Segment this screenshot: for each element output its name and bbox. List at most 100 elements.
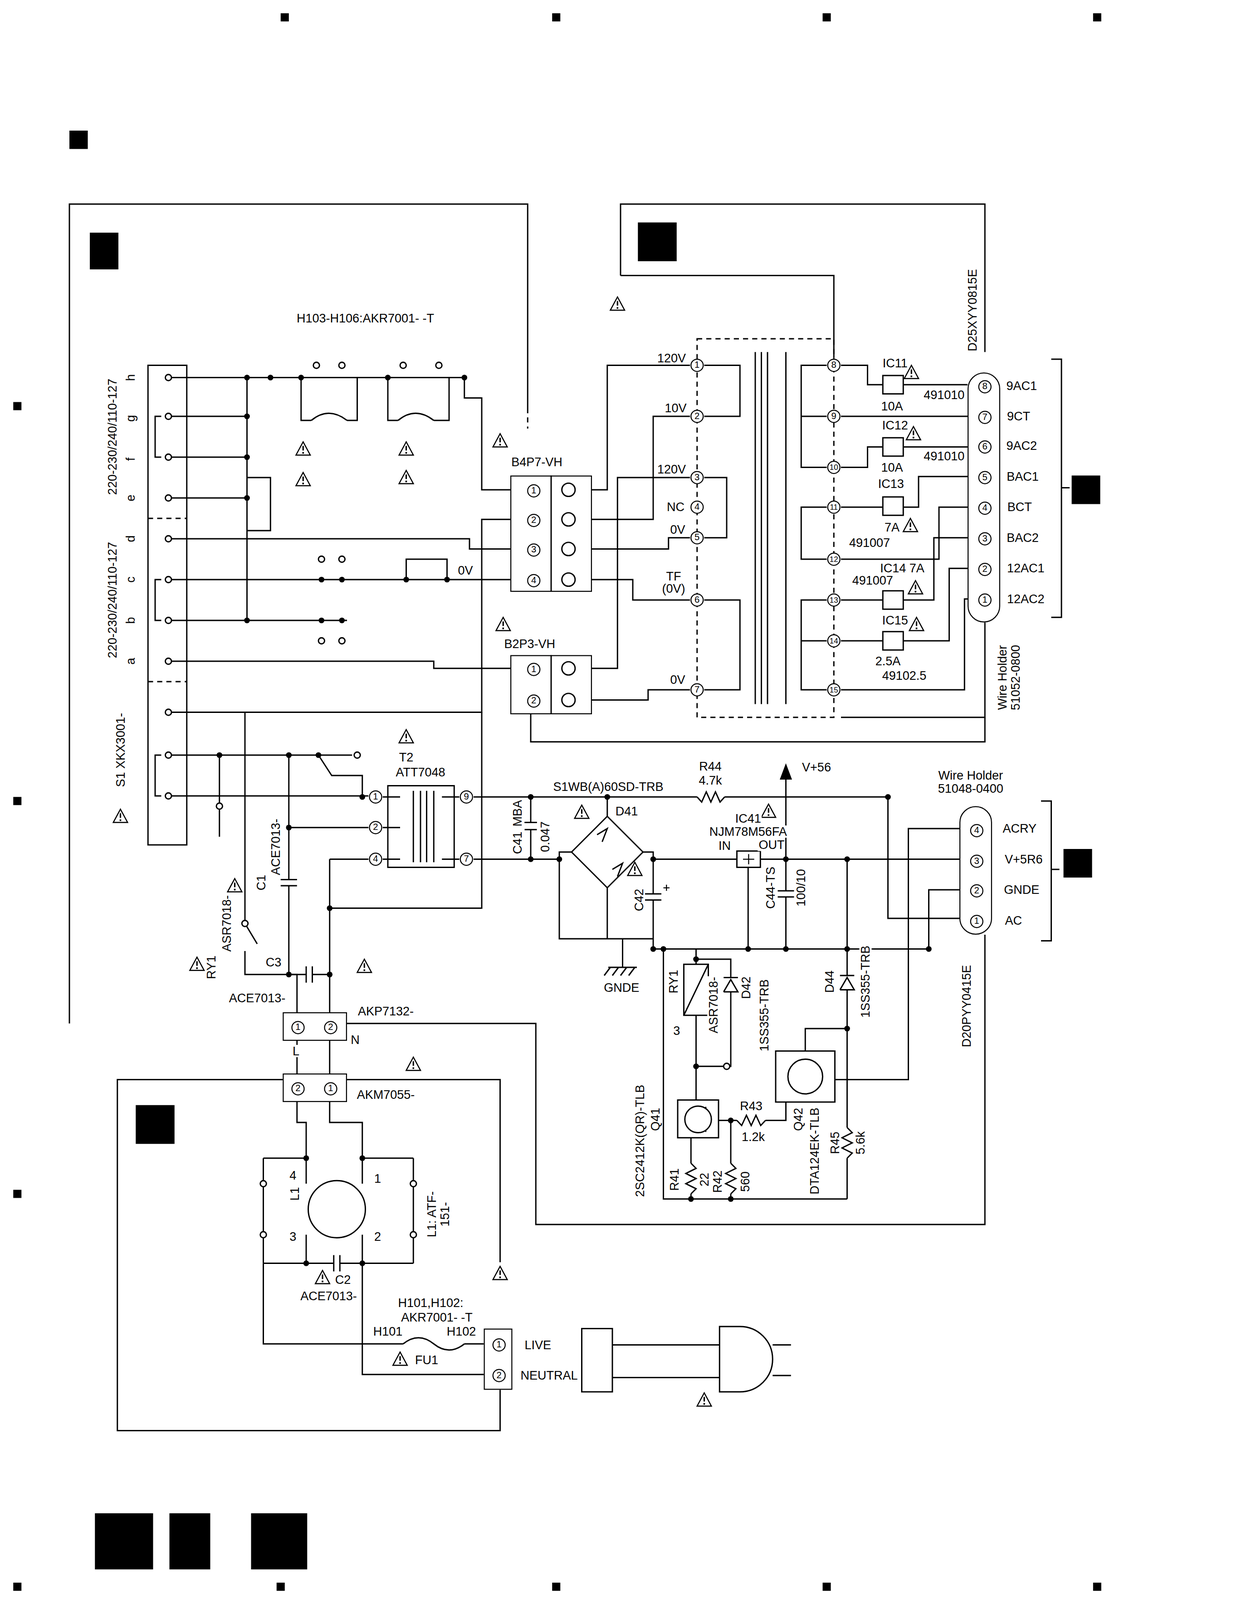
connector-label: Wire Holder 51052-0800 — [996, 640, 1023, 716]
schematic-label: FU1 — [414, 1354, 440, 1367]
schematic-label: R45 — [828, 1130, 841, 1156]
pin-number: 9 — [459, 790, 474, 804]
wire — [263, 1263, 404, 1345]
wire-holder: Wire Holder 51048-04004321D20PYY0415E — [959, 806, 993, 936]
wire — [704, 477, 728, 538]
wire — [785, 352, 787, 705]
schematic-label: AC — [1003, 914, 1023, 927]
wire — [263, 1262, 307, 1265]
pin-number: 2 — [978, 562, 992, 577]
wire — [846, 1158, 848, 1200]
part-outline — [775, 1051, 836, 1103]
wire — [362, 1157, 414, 1159]
schematic-label: 0V — [456, 564, 475, 577]
wire-connector — [328, 1041, 331, 1074]
wire — [724, 796, 960, 919]
junction-dot — [728, 1117, 734, 1124]
junction-dot — [244, 413, 250, 420]
junction-dot — [693, 956, 700, 963]
wire — [591, 365, 690, 491]
wire — [1061, 487, 1070, 489]
wire — [612, 1344, 720, 1346]
wire — [288, 755, 290, 881]
pin-number: 1 — [527, 662, 541, 676]
wire — [263, 1157, 307, 1159]
pin-number: 6 — [690, 593, 704, 607]
junction-dot — [326, 905, 333, 912]
schematic-label: 5.6k — [854, 1130, 867, 1156]
wire — [218, 755, 221, 837]
connector-label: D20PYY0415E — [960, 963, 973, 1049]
wire — [903, 476, 968, 508]
wire — [280, 885, 298, 887]
connector-label: AKM7055- — [355, 1089, 416, 1102]
wire — [433, 791, 435, 863]
junction-dot — [925, 946, 932, 953]
wire — [406, 559, 448, 580]
wire — [846, 859, 848, 977]
reference-block — [280, 13, 289, 22]
warning-triangle — [406, 1057, 421, 1071]
reference-block — [13, 402, 22, 411]
wire — [347, 377, 358, 421]
wire — [171, 497, 248, 499]
wire — [382, 858, 401, 861]
schematic-label: 491010 — [922, 449, 966, 463]
wire — [604, 967, 611, 976]
schematic-label: 9CT — [1006, 410, 1032, 423]
schematic-label: C2 — [333, 1273, 352, 1286]
wire — [550, 475, 553, 593]
wire — [155, 416, 162, 458]
wire — [760, 858, 960, 861]
pin-number: 1 — [970, 914, 984, 929]
connector-label: D25XYY0815E — [966, 268, 979, 353]
warning-triangle — [903, 518, 918, 532]
wire — [645, 899, 662, 901]
warning-triangle — [315, 1270, 330, 1284]
schematic-label: BCT — [1006, 501, 1034, 514]
pin-number: 5 — [978, 470, 992, 485]
warning-triangle — [113, 809, 128, 823]
schematic-label: 1 — [373, 1172, 383, 1185]
schematic-label: ACRY — [1001, 822, 1038, 836]
junction-dot — [403, 576, 410, 583]
wire — [288, 826, 369, 829]
wire — [524, 829, 538, 831]
wire — [596, 828, 608, 842]
junction-dot — [244, 454, 250, 461]
junction-dot — [688, 1196, 695, 1203]
wire — [835, 828, 960, 1081]
wire — [928, 889, 960, 950]
dashed-line — [147, 681, 187, 683]
wire — [171, 538, 511, 550]
schematic-label: T2 — [397, 751, 415, 764]
schematic-label: H102 — [445, 1325, 477, 1339]
wire — [805, 1028, 847, 1052]
junction-dot — [884, 794, 891, 801]
pin-number: 12 — [827, 552, 841, 566]
junction-dot — [359, 794, 366, 801]
pin-number: 3 — [690, 470, 704, 485]
wire — [801, 640, 827, 642]
connector-label: B4P7-VH — [510, 456, 564, 469]
terminal-block: 1LIVE2NEUTRAL — [484, 1329, 513, 1391]
schematic-label: 1.2k — [740, 1130, 767, 1144]
schematic-label: 220-230/240/110-127 — [106, 377, 119, 497]
wire — [765, 1102, 787, 1121]
pin-number: 2 — [527, 513, 541, 528]
schematic-label: ACE7013- — [227, 992, 287, 1005]
pin-number: 2 — [323, 1021, 338, 1035]
reference-block — [13, 796, 22, 806]
wire — [840, 447, 883, 468]
pin-number: 2 — [527, 694, 541, 708]
junction-dot — [285, 971, 292, 978]
wire — [361, 1235, 363, 1264]
reference-block — [1063, 849, 1093, 878]
schematic-label: IC14 7A — [879, 562, 926, 575]
wire — [332, 1255, 335, 1272]
pin-number: 15 — [827, 683, 841, 697]
warning-triangle — [399, 470, 414, 484]
wire — [903, 568, 968, 641]
reference-block — [169, 1513, 211, 1570]
schematic-label: DTA124EK-TLB — [808, 1106, 821, 1196]
